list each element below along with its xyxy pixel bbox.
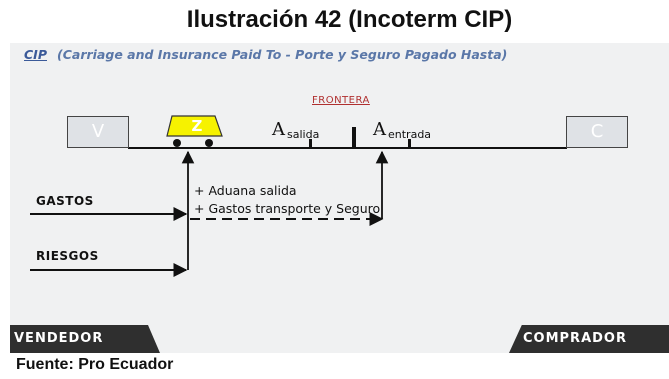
border-label: FRONTERA (312, 95, 370, 106)
truck-wheel-left (173, 139, 181, 147)
diagram-lines (30, 115, 567, 277)
seller-box: V (67, 116, 129, 148)
source-caption: Fuente: Pro Ecuador (16, 356, 174, 373)
transport-annotation: + Gastos transporte y Seguro (194, 201, 381, 216)
seller-tab: VENDEDOR (10, 325, 160, 353)
salida-tick (309, 139, 312, 148)
costs-row-label: GASTOS (36, 194, 94, 208)
incoterm-full-name: (Carriage and Insurance Paid To - Porte … (57, 47, 508, 62)
risks-row-label: RIESGOS (36, 249, 99, 263)
arrival-main: A (373, 119, 386, 140)
panel-header: CIP (Carriage and Insurance Paid To - Por… (24, 47, 507, 62)
incoterm-abbreviation: CIP (24, 47, 47, 62)
truck-wheel-right (205, 139, 213, 147)
figure-title: Ilustración 42 (Incoterm CIP) (186, 6, 513, 33)
customs-annotation: + Aduana salida (194, 183, 297, 198)
truck-icon (166, 115, 223, 137)
buyer-box: C (566, 116, 628, 148)
departure-main: A (272, 119, 285, 140)
border-post (352, 127, 356, 148)
buyer-tab: COMPRADOR (509, 325, 669, 353)
departure-sub: salida (287, 128, 320, 141)
truck-label: Z (191, 117, 203, 135)
entrada-tick (408, 139, 411, 148)
arrival-sub: entrada (388, 128, 432, 141)
incoterm-diagram-panel: CIP (Carriage and Insurance Paid To - Por… (10, 43, 669, 353)
